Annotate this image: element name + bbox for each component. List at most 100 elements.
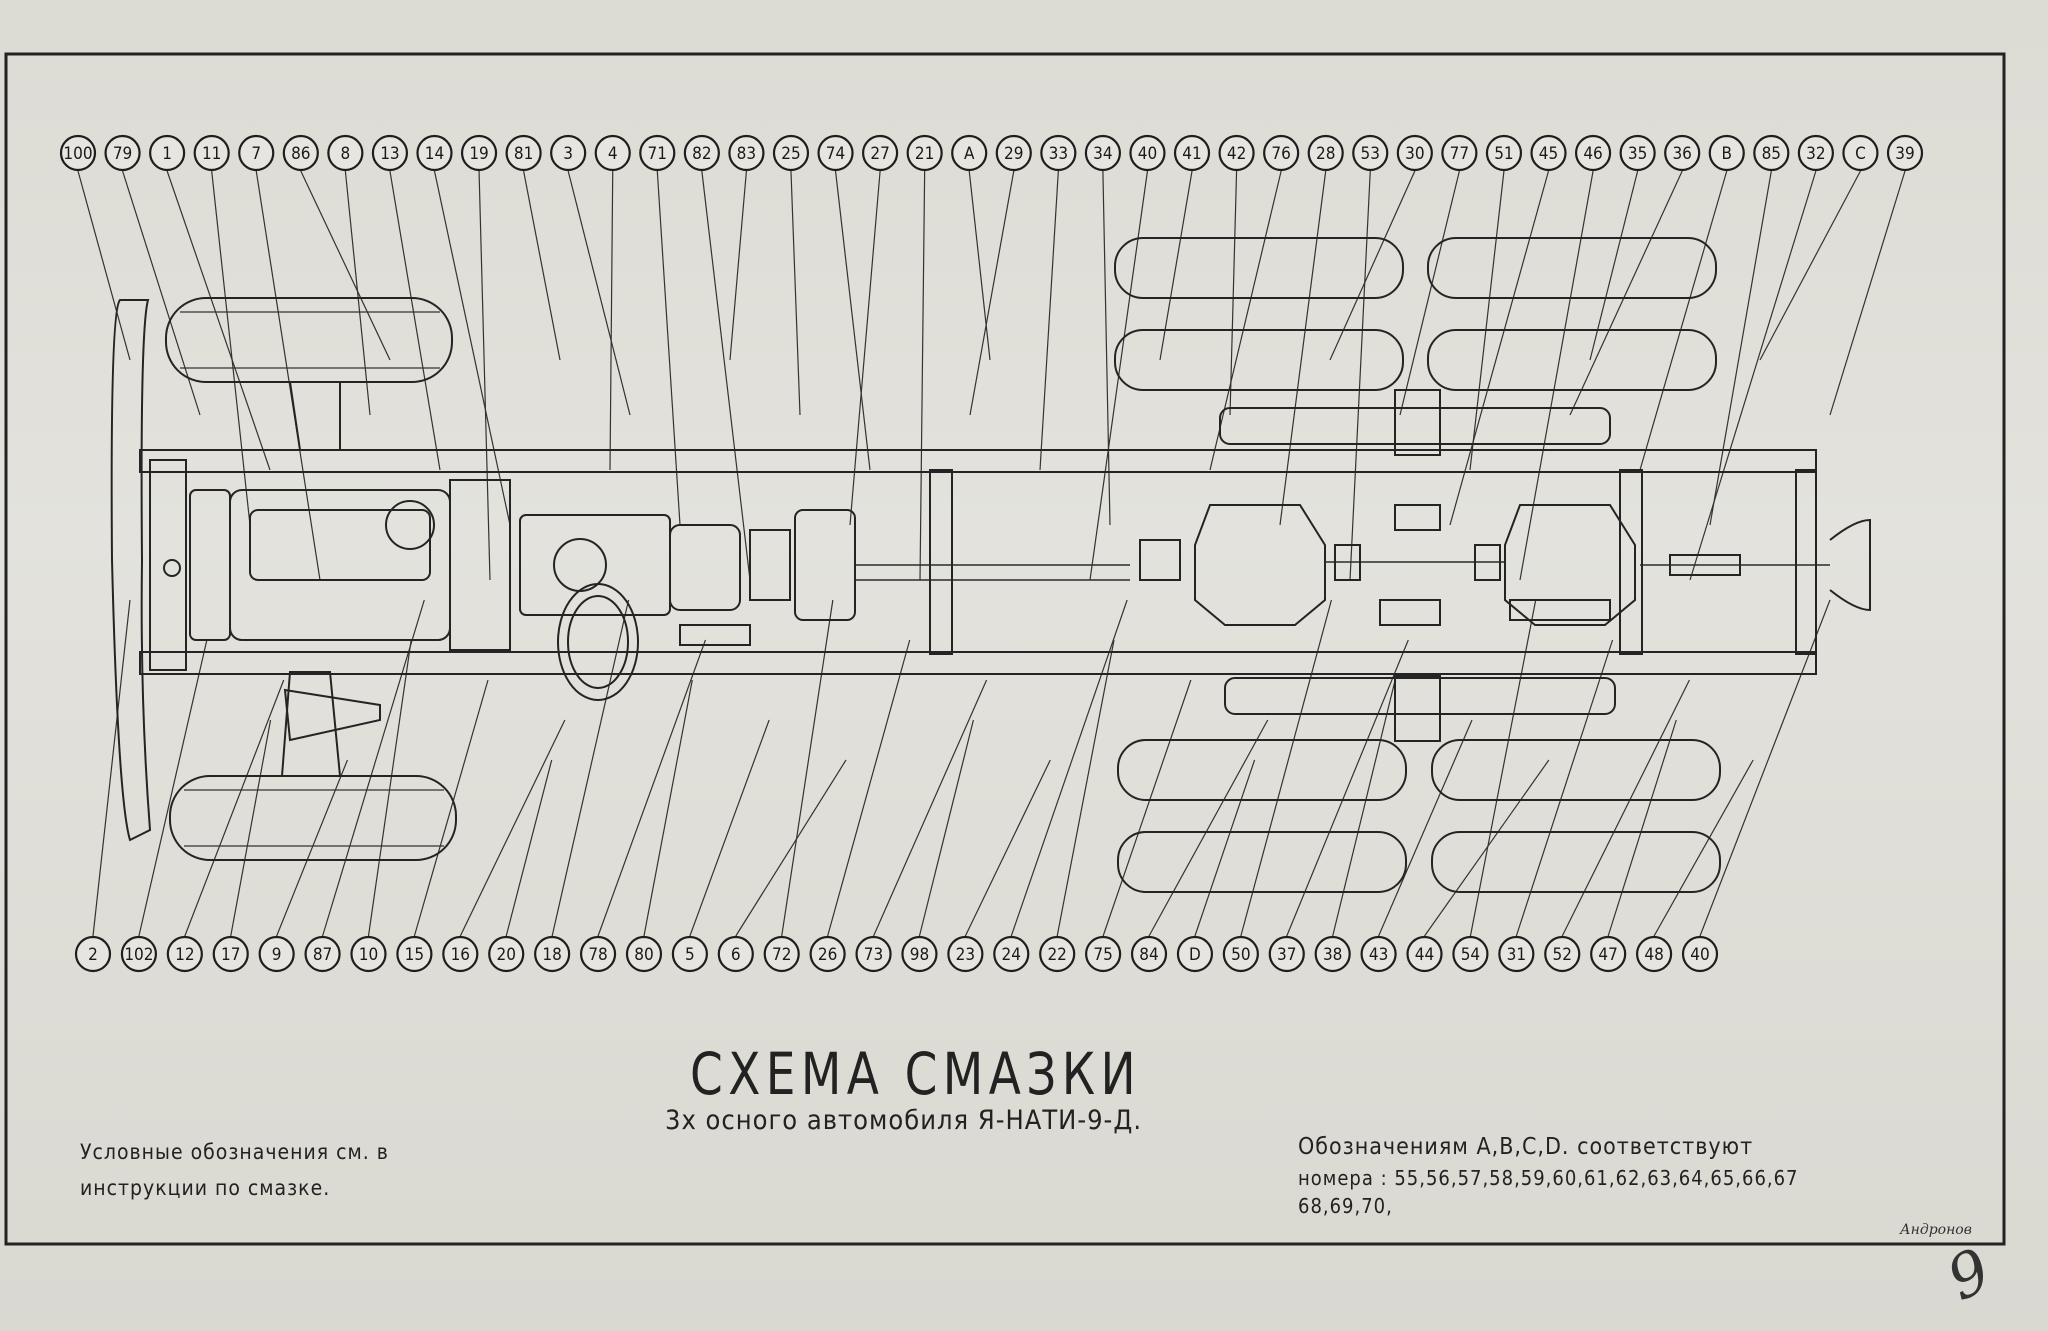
callout-53: 53 — [1352, 134, 1389, 172]
svg-text:21: 21 — [915, 144, 934, 164]
callout-16: 16 — [442, 935, 479, 973]
svg-text:100: 100 — [63, 144, 92, 164]
leader-line — [1240, 599, 1333, 937]
callout-83: 83 — [728, 134, 765, 172]
svg-text:47: 47 — [1598, 945, 1617, 965]
fuel-tank — [679, 624, 751, 646]
callout-22: 22 — [1039, 935, 1076, 973]
leader-line — [478, 170, 491, 581]
engine-block — [229, 489, 451, 641]
leader-line — [551, 599, 630, 937]
callout-5: 5 — [671, 935, 708, 973]
rear-wheel-3b — [1117, 831, 1407, 893]
svg-text:1: 1 — [162, 144, 172, 164]
callout-54: 54 — [1452, 935, 1489, 973]
leader-line — [1699, 599, 1831, 937]
leader-line — [1194, 759, 1256, 937]
gearbox — [519, 514, 671, 616]
svg-text:44: 44 — [1415, 945, 1434, 965]
callout-73: 73 — [855, 935, 892, 973]
callout-30: 30 — [1396, 134, 1433, 172]
spring-seat-top — [1394, 389, 1441, 456]
svg-text:7: 7 — [251, 144, 261, 164]
radiator-fan — [189, 489, 231, 641]
steering-wheel — [557, 583, 639, 701]
svg-text:102: 102 — [124, 945, 153, 965]
leader-line — [138, 639, 208, 937]
svg-text:78: 78 — [588, 945, 607, 965]
leader-line — [849, 170, 881, 526]
svg-text:26: 26 — [818, 945, 837, 965]
callout-C: C — [1842, 134, 1879, 172]
leader-line — [1469, 599, 1537, 937]
callout-38: 38 — [1314, 935, 1351, 973]
rear-wheel-4a — [1431, 739, 1721, 801]
leader-line — [1449, 170, 1550, 526]
svg-text:83: 83 — [737, 144, 756, 164]
front-knuckle-top — [288, 381, 341, 451]
callout-34: 34 — [1084, 134, 1122, 172]
callout-42: 42 — [1218, 134, 1255, 172]
callout-46: 46 — [1574, 134, 1612, 172]
drawing-frame — [4, 52, 2006, 1246]
svg-text:30: 30 — [1405, 144, 1424, 164]
frame-rail-bottom — [139, 651, 1817, 675]
leader-line — [1653, 759, 1754, 937]
svg-text:27: 27 — [870, 144, 889, 164]
leader-line — [969, 170, 1015, 416]
svg-text:B: B — [1722, 144, 1733, 164]
callout-36: 36 — [1664, 134, 1701, 172]
svg-text:2: 2 — [88, 945, 98, 965]
callout-44: 44 — [1406, 935, 1443, 973]
callout-15: 15 — [396, 935, 433, 973]
callout-B: B — [1708, 134, 1745, 172]
rear-wheel-3a — [1117, 739, 1407, 801]
callout-32: 32 — [1797, 134, 1834, 172]
leader-line — [459, 719, 566, 937]
svg-text:29: 29 — [1004, 144, 1023, 164]
svg-text:19: 19 — [469, 144, 488, 164]
svg-text:6: 6 — [731, 945, 741, 965]
front-wheel-top — [165, 297, 453, 383]
leader-line — [1519, 170, 1594, 581]
svg-text:87: 87 — [313, 945, 332, 965]
rear-wheel-2a — [1427, 237, 1717, 299]
svg-text:A: A — [964, 144, 975, 164]
callout-41: 41 — [1173, 134, 1211, 172]
leader-line — [1639, 170, 1728, 471]
callout-25: 25 — [772, 134, 810, 172]
leader-line — [166, 170, 271, 471]
leader-line — [1209, 170, 1282, 471]
svg-text:75: 75 — [1093, 945, 1112, 965]
svg-text:14: 14 — [425, 144, 444, 164]
callout-47: 47 — [1590, 935, 1627, 973]
leader-line — [1329, 170, 1416, 361]
leader-line — [729, 170, 748, 361]
leader-line — [1589, 170, 1639, 361]
callout-74: 74 — [817, 134, 854, 172]
leader-line — [689, 719, 770, 937]
svg-text:31: 31 — [1507, 945, 1526, 965]
callout-10: 10 — [350, 935, 387, 973]
leader-line — [1759, 170, 1861, 361]
leader-line — [255, 170, 321, 581]
powertrain — [163, 479, 1130, 701]
callout-6: 6 — [717, 935, 754, 973]
leader-lines — [77, 170, 1906, 937]
callout-100: 100 — [59, 134, 97, 172]
front-bumper — [110, 299, 152, 842]
svg-text:74: 74 — [826, 144, 845, 164]
middle-axle-differential — [1194, 504, 1326, 626]
leader-line — [597, 639, 706, 937]
callout-39: 39 — [1886, 134, 1924, 172]
svg-text:79: 79 — [113, 144, 132, 164]
leader-line — [834, 170, 871, 471]
rear-spring-top — [1219, 407, 1611, 445]
leader-line — [609, 170, 614, 471]
callout-26: 26 — [809, 935, 846, 973]
svg-text:33: 33 — [1049, 144, 1068, 164]
leader-line — [919, 170, 926, 581]
callout-85: 85 — [1753, 134, 1790, 172]
